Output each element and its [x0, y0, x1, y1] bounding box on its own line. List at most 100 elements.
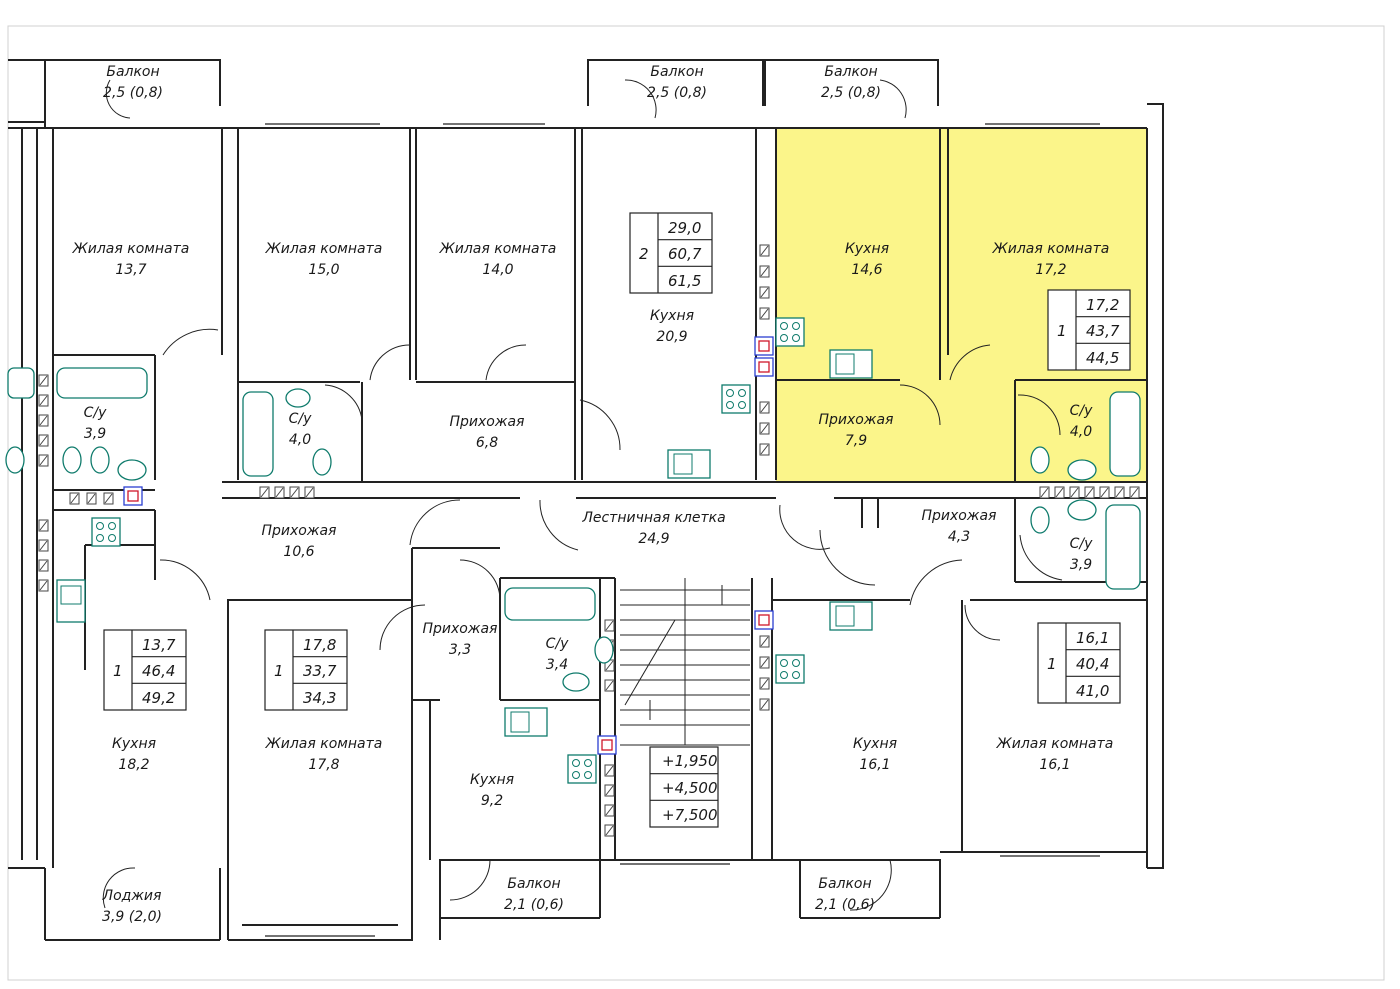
hall-4-3-name: Прихожая	[922, 508, 997, 524]
kitchen-18-2-area: 18,2	[118, 757, 149, 773]
living-13-7-area: 13,7	[115, 262, 146, 278]
living-14-0-area: 14,0	[482, 262, 513, 278]
hall-4-3-area: 4,3	[948, 529, 970, 545]
bathtub-icon	[242, 391, 274, 477]
loggia-name: Лоджия	[102, 888, 162, 904]
total-area-with-balcony-value: 61,5	[668, 272, 701, 290]
apartment-room-count: 1	[1047, 655, 1057, 673]
level-marks-table: +1,950 +4,500 +7,500	[649, 746, 719, 828]
living-17-2-name: Жилая комната	[992, 241, 1110, 257]
hall-10-6-name: Прихожая	[262, 523, 337, 539]
sink-icon	[285, 388, 311, 408]
bathtub-icon	[504, 587, 596, 621]
apartment-room-count: 1	[113, 662, 123, 680]
balcony-bottom-right-name: Балкон	[818, 876, 871, 892]
bath-3-9-left-name: С/у	[84, 405, 107, 421]
walls	[8, 59, 1164, 941]
kitchen-16-1-area: 16,1	[859, 757, 890, 773]
apartment-table: 1 17,8 33,7 34,3	[264, 629, 348, 711]
ventilation-ducts	[38, 244, 1140, 837]
living-15-0-area: 15,0	[308, 262, 339, 278]
bath-4-0-right-name: С/у	[1070, 403, 1093, 419]
drawing-frame	[7, 25, 1385, 981]
living-area-value: 29,0	[668, 219, 701, 237]
kitchen-sink-icon	[56, 579, 86, 623]
total-area-with-balcony-value: 49,2	[142, 689, 175, 707]
level-mark: +4,500	[662, 779, 718, 797]
kitchen-14-6-name: Кухня	[845, 241, 889, 257]
living-13-7-name: Жилая комната	[72, 241, 190, 257]
staircase	[620, 578, 750, 746]
apartment-tables: 2 29,0 60,7 61,5 1 17,2 43,7 44,5 1 13,7…	[103, 212, 1131, 711]
toilet-icon	[5, 446, 25, 474]
toilet-icon	[312, 448, 332, 476]
kitchen-9-2-area: 9,2	[481, 793, 503, 809]
kitchen-sink-icon	[667, 449, 711, 479]
balcony-top-left-name: Балкон	[106, 64, 159, 80]
bath-3-4-area: 3,4	[546, 657, 568, 673]
bathtub-icon	[1105, 504, 1141, 590]
balcony-top-right-area: 2,5 (0,8)	[821, 85, 881, 101]
balcony-bottom-mid-name: Балкон	[507, 876, 560, 892]
kitchen-16-1-name: Кухня	[853, 736, 897, 752]
sink-icon	[1067, 459, 1097, 481]
doors	[102, 79, 1063, 911]
living-16-1-area: 16,1	[1039, 757, 1070, 773]
hall-10-6-area: 10,6	[283, 544, 314, 560]
bath-3-9-right-name: С/у	[1070, 536, 1093, 552]
hall-7-9-area: 7,9	[845, 433, 867, 449]
apartment-table: 1 16,1 40,4 41,0	[1037, 622, 1121, 704]
living-area-value: 13,7	[142, 636, 176, 654]
toilet-icon	[90, 446, 110, 474]
total-area-value: 33,7	[303, 662, 337, 680]
balcony-top-mid-name: Балкон	[650, 64, 703, 80]
bath-4-0-left-name: С/у	[289, 411, 312, 427]
apartment-room-count: 1	[1057, 322, 1067, 340]
living-17-2-area: 17,2	[1035, 262, 1066, 278]
living-area-value: 17,8	[303, 636, 336, 654]
sink-icon	[594, 636, 614, 664]
kitchen-20-9-name: Кухня	[650, 308, 694, 324]
stove-icon	[91, 517, 121, 547]
apartment-room-count: 1	[274, 662, 284, 680]
hall-3-3-area: 3,3	[449, 642, 471, 658]
kitchen-sink-icon	[504, 707, 548, 737]
utility-shafts	[123, 336, 774, 755]
stairwell-name: Лестничная клетка	[581, 510, 725, 526]
loggia-area: 3,9 (2,0)	[102, 909, 162, 925]
total-area-value: 40,4	[1076, 655, 1109, 673]
stairwell-area: 24,9	[638, 531, 669, 547]
hall-3-3-name: Прихожая	[423, 621, 498, 637]
bath-3-9-right-area: 3,9	[1070, 557, 1092, 573]
total-area-with-balcony-value: 44,5	[1086, 349, 1119, 367]
total-area-value: 60,7	[668, 245, 702, 263]
windows	[265, 123, 1100, 937]
balcony-bottom-right-area: 2,1 (0,6)	[815, 897, 875, 913]
bathtub-icon	[1109, 391, 1141, 477]
hall-7-9-name: Прихожая	[819, 412, 894, 428]
balcony-top-right-name: Балкон	[824, 64, 877, 80]
kitchen-14-6-area: 14,6	[851, 262, 882, 278]
total-area-with-balcony-value: 41,0	[1076, 682, 1109, 700]
bath-3-9-left-area: 3,9	[84, 426, 106, 442]
stove-icon	[567, 754, 597, 784]
stove-icon	[721, 384, 751, 414]
toilet-icon	[1030, 446, 1050, 474]
level-mark: +7,500	[662, 806, 718, 824]
living-14-0-name: Жилая комната	[439, 241, 557, 257]
total-area-value: 43,7	[1086, 322, 1120, 340]
stove-icon	[775, 317, 805, 347]
living-15-0-name: Жилая комната	[265, 241, 383, 257]
living-16-1-name: Жилая комната	[996, 736, 1114, 752]
kitchen-20-9-area: 20,9	[656, 329, 687, 345]
bath-3-4-name: С/у	[546, 636, 569, 652]
sink-icon	[117, 459, 147, 481]
apartment-table: 1 13,7 46,4 49,2	[103, 629, 187, 711]
plumbing-fixtures	[5, 317, 1141, 784]
bathtub-icon	[7, 367, 35, 399]
kitchen-9-2-name: Кухня	[470, 772, 514, 788]
hall-6-8-area: 6,8	[476, 435, 498, 451]
living-area-value: 16,1	[1076, 629, 1109, 647]
hall-6-8-name: Прихожая	[450, 414, 525, 430]
